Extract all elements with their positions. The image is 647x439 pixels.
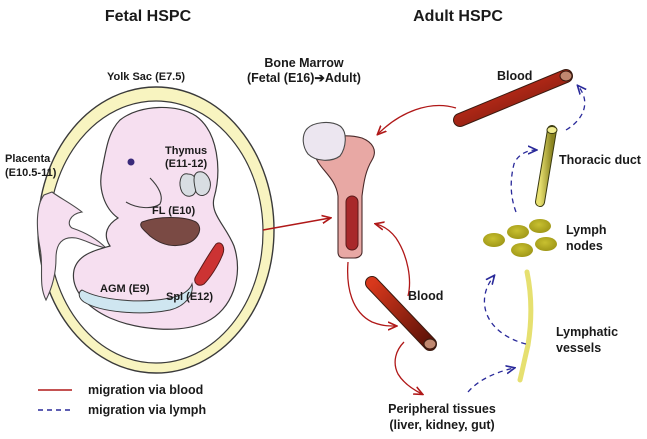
placenta-stage-label: (E10.5-11) [5,167,57,179]
fetal-liver-label: FL (E10) [152,205,196,217]
bone-marrow-bone [302,121,375,259]
embryo-fold-line [125,177,162,209]
bone-marrow-stage-adult: Adult) [325,71,361,85]
bone-marrow-stage-fetal: (Fetal (E16) [247,71,314,85]
bone-marrow-cavity [345,195,359,251]
peripheral-tissues-examples-label: (liver, kidney, gut) [389,418,494,432]
thymus-stage-label: (E11-12) [165,158,208,170]
blood-top-label: Blood [497,69,532,83]
thoracic-duct [535,125,558,207]
bone-marrow-stage-arrow: ➔ [314,71,325,85]
thymus [179,171,211,197]
bone-marrow-stage-label: (Fetal (E16)➔Adult) [247,71,361,85]
bm-to-blood-arrow [346,261,396,326]
legend-lymph-label: migration via lymph [88,403,206,417]
legend: migration via blood migration via lymph [38,383,206,417]
bone-marrow-label: Bone Marrow [264,56,343,70]
fetal-to-bm-arrow [262,218,330,231]
peripheral-tissues-label: Peripheral tissues [388,402,496,416]
blood-to-bm-return-arrow [376,224,411,297]
blood-vessel-mid [365,276,437,351]
duct-to-blood-arrow [565,86,585,131]
lymphatic-to-nodes-arrow [483,276,527,345]
yolk-sac-label: Yolk Sac (E7.5) [107,71,185,83]
spleen-label: Spl (E12) [166,291,213,303]
lymph-nodes [483,219,557,257]
fetal-liver [140,217,201,247]
placenta [36,191,108,302]
nodes-to-duct-arrow [510,150,536,213]
blood-to-tissues-arrow [394,341,422,394]
lymph-nodes-label-2: nodes [566,239,603,253]
adult-hspc-header: Adult HSPC [413,8,503,25]
lymphatic-vessels-label: Lymphatic [556,325,618,339]
agm [78,282,193,314]
blood-to-bm-arrow [378,104,457,134]
lymphatic-vessel [517,269,534,383]
blood-mid-label: Blood [408,289,443,303]
fetal-hspc-header: Fetal HSPC [105,8,192,25]
lymphatic-vessels-label-2: vessels [556,341,601,355]
placenta-label: Placenta [5,153,51,165]
embryo-eye [127,158,135,166]
lymph-nodes-label: Lymph [566,223,607,237]
spleen [194,242,225,286]
blood-vessel-top [453,69,573,127]
agm-label: AGM (E9) [100,283,150,295]
tissues-to-lymphatic-arrow [467,368,514,393]
thoracic-duct-label: Thoracic duct [559,153,642,167]
thymus-label: Thymus [165,145,207,157]
bone-head [302,121,346,161]
legend-blood-label: migration via blood [88,383,203,397]
